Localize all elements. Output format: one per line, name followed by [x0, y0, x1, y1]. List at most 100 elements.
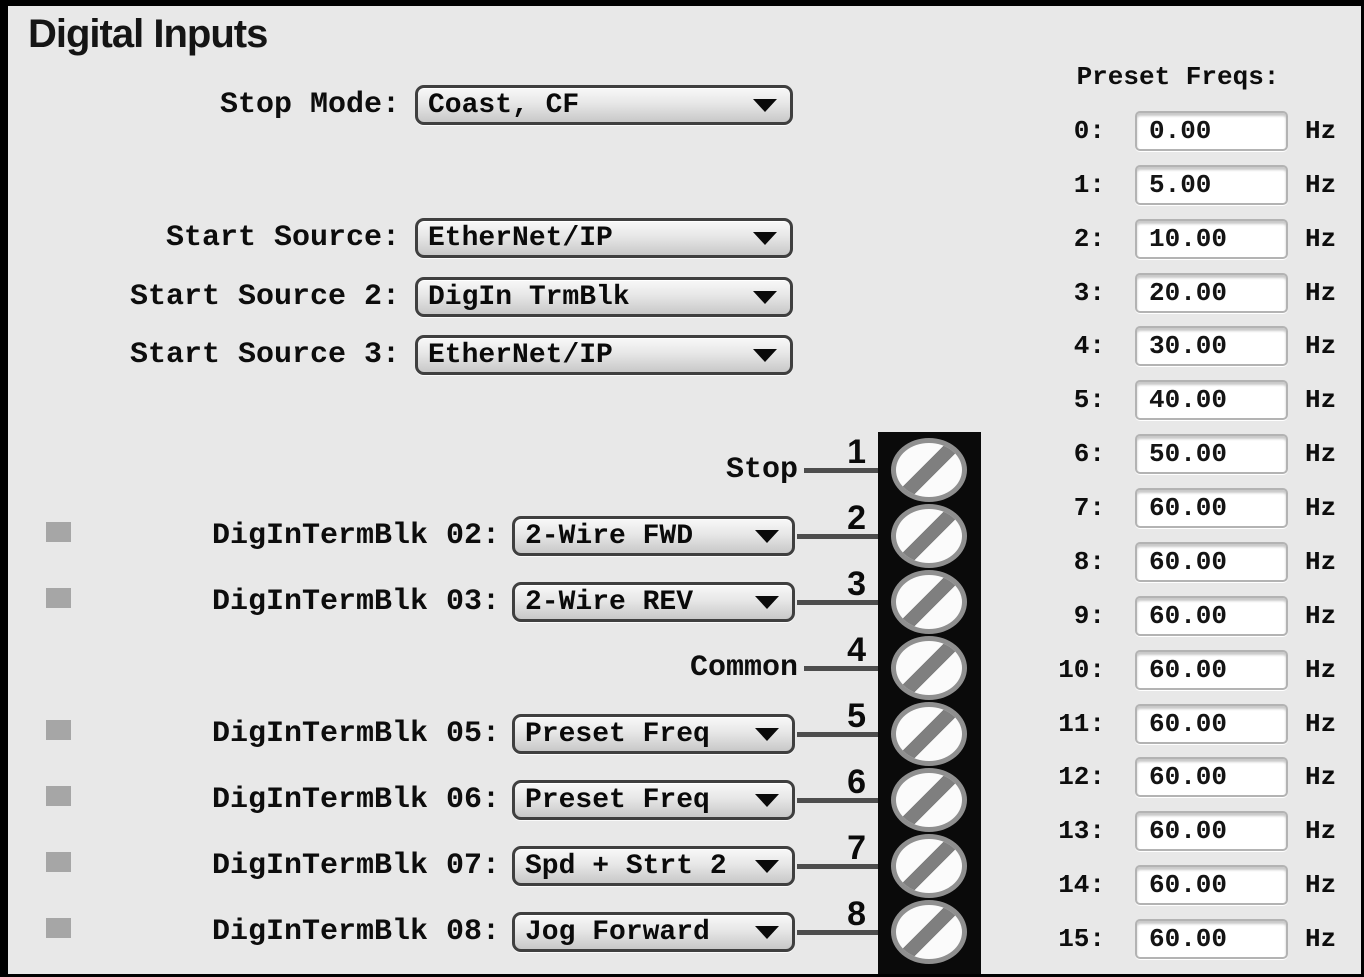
unit-label: Hz — [1305, 762, 1337, 792]
terminal-number: 2 — [847, 499, 866, 537]
start-source-2-dropdown-value: DigIn TrmBlk — [428, 282, 630, 313]
screw-slot-icon — [896, 839, 962, 893]
chevron-down-icon — [755, 794, 779, 807]
terminal-screw-icon — [891, 702, 967, 766]
terminal-screw-icon — [891, 900, 967, 964]
preset-index-label: 4: — [1073, 331, 1105, 361]
stop-mode-dropdown[interactable]: Coast, CF — [415, 85, 793, 125]
status-indicator — [46, 588, 71, 608]
unit-label: Hz — [1305, 278, 1337, 308]
page-title: Digital Inputs — [28, 12, 268, 56]
unit-label: Hz — [1305, 224, 1337, 254]
digintermblk-06-dropdown[interactable]: Preset Freq — [512, 780, 795, 820]
wire-line — [797, 600, 878, 605]
preset-index-label: 5: — [1073, 385, 1105, 415]
digintermblk-06-label: DigInTermBlk 06: — [211, 783, 500, 817]
digintermblk-02-dropdown[interactable]: 2-Wire FWD — [512, 516, 795, 556]
digintermblk-03-dropdown-value: 2-Wire REV — [525, 587, 694, 618]
preset-index-label: 11: — [1058, 709, 1105, 739]
preset-freq-input-3[interactable] — [1135, 273, 1288, 313]
wire-line — [797, 732, 878, 737]
chevron-down-icon — [755, 926, 779, 939]
stop-mode-label: Stop Mode: — [219, 88, 400, 122]
terminal-number: 3 — [847, 565, 866, 603]
digintermblk-07-dropdown-value: Spd + Strt 2 — [525, 851, 727, 882]
terminal-number: 4 — [847, 631, 866, 669]
status-indicator — [46, 786, 71, 806]
start-source-dropdown-value: EtherNet/IP — [428, 223, 613, 254]
wire-line — [797, 798, 878, 803]
unit-label: Hz — [1305, 655, 1337, 685]
chevron-down-icon — [753, 291, 777, 304]
terminal-number: 1 — [847, 433, 866, 471]
preset-freq-input-11[interactable] — [1135, 704, 1288, 744]
preset-index-label: 6: — [1073, 439, 1105, 469]
digintermblk-07-dropdown[interactable]: Spd + Strt 2 — [512, 846, 795, 886]
unit-label: Hz — [1305, 116, 1337, 146]
start-source-dropdown[interactable]: EtherNet/IP — [415, 218, 793, 258]
preset-index-label: 0: — [1073, 116, 1105, 146]
digintermblk-05-label: DigInTermBlk 05: — [211, 717, 500, 751]
preset-index-label: 10: — [1058, 655, 1105, 685]
digintermblk-03-label: DigInTermBlk 03: — [211, 585, 500, 619]
preset-freq-input-14[interactable] — [1135, 865, 1288, 905]
preset-freq-input-12[interactable] — [1135, 757, 1288, 797]
wire-line — [797, 930, 878, 935]
preset-index-label: 1: — [1073, 170, 1105, 200]
chevron-down-icon — [753, 349, 777, 362]
digintermblk-08-dropdown[interactable]: Jog Forward — [512, 912, 795, 952]
wire-line — [797, 864, 878, 869]
start-source-label: Start Source: — [165, 221, 400, 255]
status-indicator — [46, 720, 71, 740]
preset-freq-input-0[interactable] — [1135, 111, 1288, 151]
preset-freq-input-8[interactable] — [1135, 542, 1288, 582]
unit-label: Hz — [1305, 601, 1337, 631]
preset-index-label: 8: — [1073, 547, 1105, 577]
unit-label: Hz — [1305, 493, 1337, 523]
status-indicator — [46, 852, 71, 872]
digintermblk-02-label: DigInTermBlk 02: — [211, 519, 500, 553]
digintermblk-07-label: DigInTermBlk 07: — [211, 849, 500, 883]
digintermblk-05-dropdown-value: Preset Freq — [525, 719, 710, 750]
preset-freq-input-4[interactable] — [1135, 326, 1288, 366]
common-label: Common — [689, 651, 798, 685]
digintermblk-02-dropdown-value: 2-Wire FWD — [525, 521, 694, 552]
preset-freq-input-10[interactable] — [1135, 650, 1288, 690]
terminal-screw-icon — [891, 438, 967, 502]
start-source-2-label: Start Source 2: — [129, 280, 400, 314]
chevron-down-icon — [755, 860, 779, 873]
wire-line — [804, 468, 878, 473]
start-source-2-dropdown[interactable]: DigIn TrmBlk — [415, 277, 793, 317]
chevron-down-icon — [753, 232, 777, 245]
preset-index-label: 2: — [1073, 224, 1105, 254]
digintermblk-06-dropdown-value: Preset Freq — [525, 785, 710, 816]
start-source-3-dropdown[interactable]: EtherNet/IP — [415, 335, 793, 375]
preset-freq-input-1[interactable] — [1135, 165, 1288, 205]
screw-slot-icon — [896, 707, 962, 761]
digintermblk-03-dropdown[interactable]: 2-Wire REV — [512, 582, 795, 622]
preset-freq-input-7[interactable] — [1135, 488, 1288, 528]
unit-label: Hz — [1305, 870, 1337, 900]
stop-mode-dropdown-value: Coast, CF — [428, 90, 580, 121]
preset-freq-input-9[interactable] — [1135, 596, 1288, 636]
terminal-number: 5 — [847, 697, 866, 735]
terminal-screw-icon — [891, 834, 967, 898]
screw-slot-icon — [896, 641, 962, 695]
digintermblk-05-dropdown[interactable]: Preset Freq — [512, 714, 795, 754]
chevron-down-icon — [755, 530, 779, 543]
preset-freq-input-13[interactable] — [1135, 811, 1288, 851]
screw-slot-icon — [896, 575, 962, 629]
screw-slot-icon — [896, 773, 962, 827]
preset-freq-input-15[interactable] — [1135, 919, 1288, 959]
preset-freq-input-6[interactable] — [1135, 434, 1288, 474]
preset-index-label: 13: — [1058, 816, 1105, 846]
chevron-down-icon — [755, 596, 779, 609]
start-source-3-label: Start Source 3: — [129, 338, 400, 372]
preset-freq-input-2[interactable] — [1135, 219, 1288, 259]
chevron-down-icon — [753, 99, 777, 112]
screw-slot-icon — [896, 905, 962, 959]
digintermblk-08-label: DigInTermBlk 08: — [211, 915, 500, 949]
preset-freq-input-5[interactable] — [1135, 380, 1288, 420]
preset-index-label: 12: — [1058, 762, 1105, 792]
